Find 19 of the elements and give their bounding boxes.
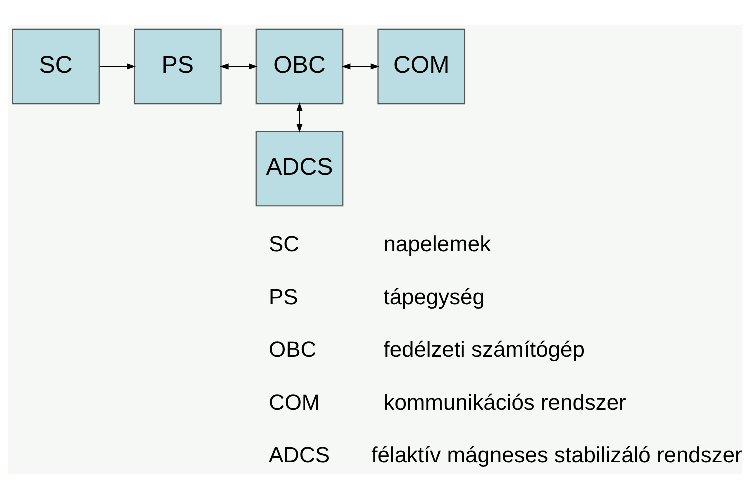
label: napelemek <box>384 231 492 256</box>
label: félaktív mágneses stabilizáló rendszer <box>372 442 742 467</box>
node-box: OBC <box>256 28 344 104</box>
label: OBC <box>269 336 317 362</box>
node-box: ADCS <box>256 130 344 206</box>
label: tápegység <box>384 284 485 309</box>
label: fedélzeti számítógép <box>384 336 585 362</box>
label: SC <box>269 231 300 256</box>
arrow <box>220 63 258 70</box>
node-box: SC <box>12 28 100 104</box>
arrow <box>296 102 303 132</box>
label: COM <box>269 389 320 414</box>
node-box: PS <box>134 28 222 104</box>
arrow <box>100 63 136 70</box>
arrow <box>342 63 380 70</box>
label: PS <box>269 284 298 309</box>
label: kommunikációs rendszer <box>384 389 626 414</box>
label: ADCS <box>269 442 330 467</box>
node-box: COM <box>378 28 466 104</box>
